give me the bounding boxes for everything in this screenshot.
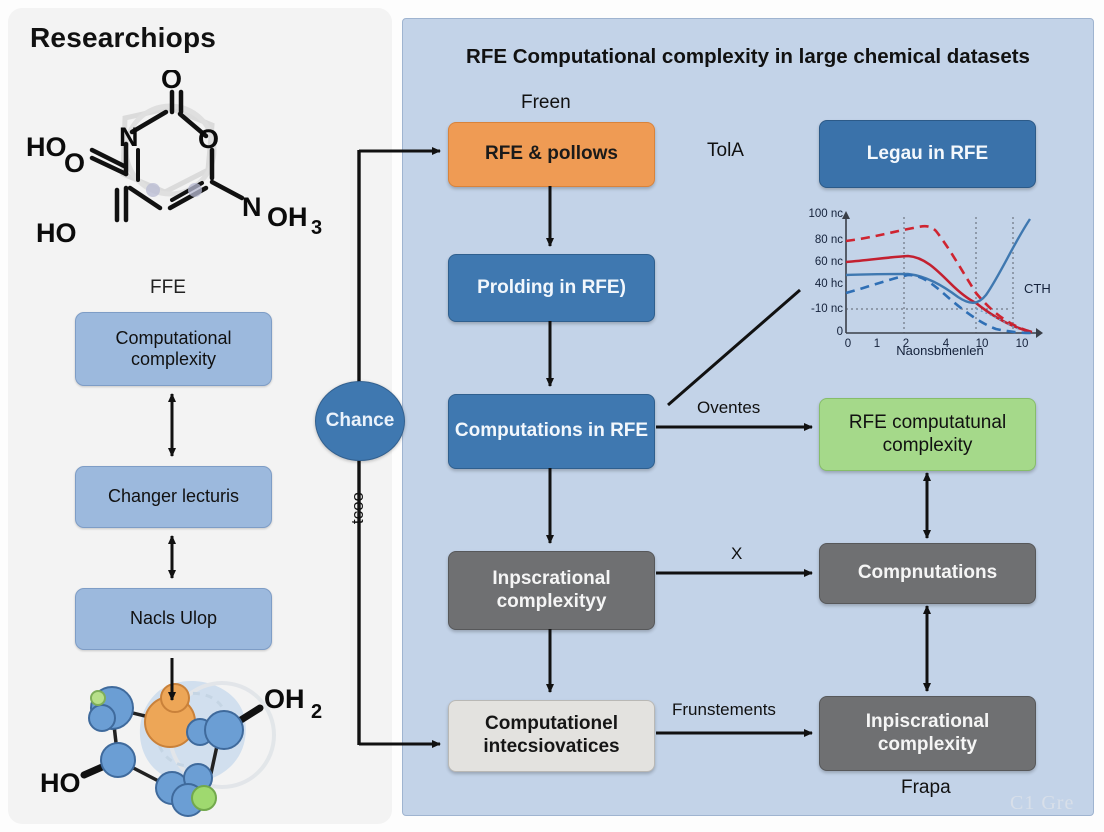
svg-text:40 hc: 40 hc bbox=[815, 278, 843, 290]
atom-label-ho-bottom: HO bbox=[40, 768, 81, 798]
left-box-label: Nacls Ulop bbox=[129, 608, 218, 629]
panel-title: RFE Computational complexity in large ch… bbox=[466, 45, 1030, 68]
node-label: Inpscrational complexityy bbox=[492, 567, 611, 612]
vertical-edge-label: tcoo bbox=[348, 492, 367, 525]
chart-x-arrow bbox=[1036, 328, 1043, 338]
node-label: Prolding in RFE) bbox=[477, 276, 626, 298]
svg-text:2: 2 bbox=[903, 338, 909, 350]
atom-label-sub3: 3 bbox=[311, 217, 322, 239]
node-legau-in-rfe[interactable]: Legau in RFE bbox=[819, 120, 1036, 188]
node-label: Computationel intecsiovatices bbox=[483, 713, 620, 757]
node-inpiscrational-complexity[interactable]: Inpiscrational complexity bbox=[819, 696, 1036, 771]
edge-label-oventes: Oventes bbox=[697, 398, 761, 417]
node-inpscrational-complexity[interactable]: Inpscrational complexityy bbox=[448, 551, 655, 630]
svg-text:10: 10 bbox=[1016, 338, 1029, 350]
chart-x-tick-labels: 0 1 2 4 10 10 bbox=[845, 338, 1029, 350]
left-box-label: Computational complexity bbox=[115, 327, 232, 369]
chance-node[interactable]: Chance bbox=[315, 381, 405, 461]
left-box-label: Changer lecturis bbox=[107, 486, 240, 507]
node-computations-in-rfe[interactable]: Computations in RFE bbox=[448, 394, 655, 469]
atom-label-o-ring: O bbox=[198, 124, 219, 154]
edge-label-x: X bbox=[731, 544, 743, 563]
svg-text:80 nc: 80 nc bbox=[815, 234, 843, 246]
node-rfe-pollows[interactable]: RFE & pollows bbox=[448, 122, 655, 187]
freen-label: Freen bbox=[521, 92, 571, 113]
atom-label-sub2: 2 bbox=[311, 701, 322, 723]
chart-y-tick-labels: 100 nc 80 nc 60 nc 40 hc -10 nc 0 bbox=[808, 208, 843, 338]
atom-label-n-right: N bbox=[242, 192, 262, 222]
svg-text:0: 0 bbox=[845, 338, 851, 350]
left-box-computational-complexity[interactable]: Computational complexity bbox=[75, 312, 272, 386]
chart-series-red-solid bbox=[845, 254, 1033, 334]
node-rfe-computatunal-complexity[interactable]: RFE computatunal complexity bbox=[819, 398, 1036, 471]
atom-label-n-ring: N bbox=[119, 122, 139, 152]
node-label: Compnutations bbox=[857, 562, 998, 584]
molecule-top-caption: FFE bbox=[150, 277, 186, 298]
svg-text:60 nc: 60 nc bbox=[815, 256, 843, 268]
svg-text:-10 nc: -10 nc bbox=[811, 303, 843, 315]
node-label: Legau in RFE bbox=[866, 142, 989, 164]
node-prolding-in-rfe[interactable]: Prolding in RFE) bbox=[448, 254, 655, 322]
chart-series-blue-solid bbox=[845, 218, 1031, 304]
atom-label-o-upper: O bbox=[64, 148, 85, 178]
node-compnutations[interactable]: Compnutations bbox=[819, 543, 1036, 604]
left-box-nacls-ulop[interactable]: Nacls Ulop bbox=[75, 588, 272, 650]
atom-label-ho-lower: HO bbox=[36, 218, 77, 248]
node-label: RFE & pollows bbox=[485, 143, 618, 165]
node-label: Computations in RFE bbox=[454, 420, 649, 442]
atom-label-oh: OH bbox=[267, 202, 308, 232]
frapa-label: Frapa bbox=[901, 777, 951, 798]
edge-label-frunstements: Frunstements bbox=[672, 700, 776, 719]
svg-text:4: 4 bbox=[943, 338, 950, 350]
svg-text:1: 1 bbox=[874, 338, 880, 350]
svg-text:100 nc: 100 nc bbox=[808, 208, 843, 220]
chart-series-blue-dashed bbox=[845, 273, 1033, 335]
molecule-structure-bottom: HO OH 2 bbox=[40, 681, 322, 817]
chance-node-label: Chance bbox=[325, 410, 395, 431]
chart-series-red-dashed bbox=[845, 224, 1033, 334]
chart-y-arrow bbox=[842, 211, 850, 219]
page-title: Researchiops bbox=[30, 22, 217, 53]
line-chart: 100 nc 80 nc 60 nc 40 hc -10 nc 0 0 1 2 … bbox=[808, 208, 1050, 355]
molecule-structure-top: O N O HO O HO N OH 3 bbox=[26, 70, 322, 248]
atom-label-ho-upper: HO bbox=[26, 132, 67, 162]
node-computationel-intecsiovatices[interactable]: Computationel intecsiovatices bbox=[448, 700, 655, 772]
node-label: RFE computatunal complexity bbox=[848, 411, 1007, 456]
chart-annotation-cth: CTH bbox=[1024, 281, 1050, 296]
atom-label-oh-bottom: OH bbox=[264, 684, 305, 714]
node-label: Inpiscrational complexity bbox=[865, 710, 990, 755]
left-box-changer-lecturis[interactable]: Changer lecturis bbox=[75, 466, 272, 528]
chart-x-axis-label: Naonsbmenlen bbox=[896, 343, 983, 355]
atom-label-o-top: O bbox=[161, 70, 182, 94]
tola-label: TolA bbox=[707, 140, 744, 161]
watermark: C1 Gre bbox=[1010, 792, 1075, 814]
svg-text:0: 0 bbox=[837, 326, 843, 338]
svg-text:10: 10 bbox=[976, 338, 989, 350]
